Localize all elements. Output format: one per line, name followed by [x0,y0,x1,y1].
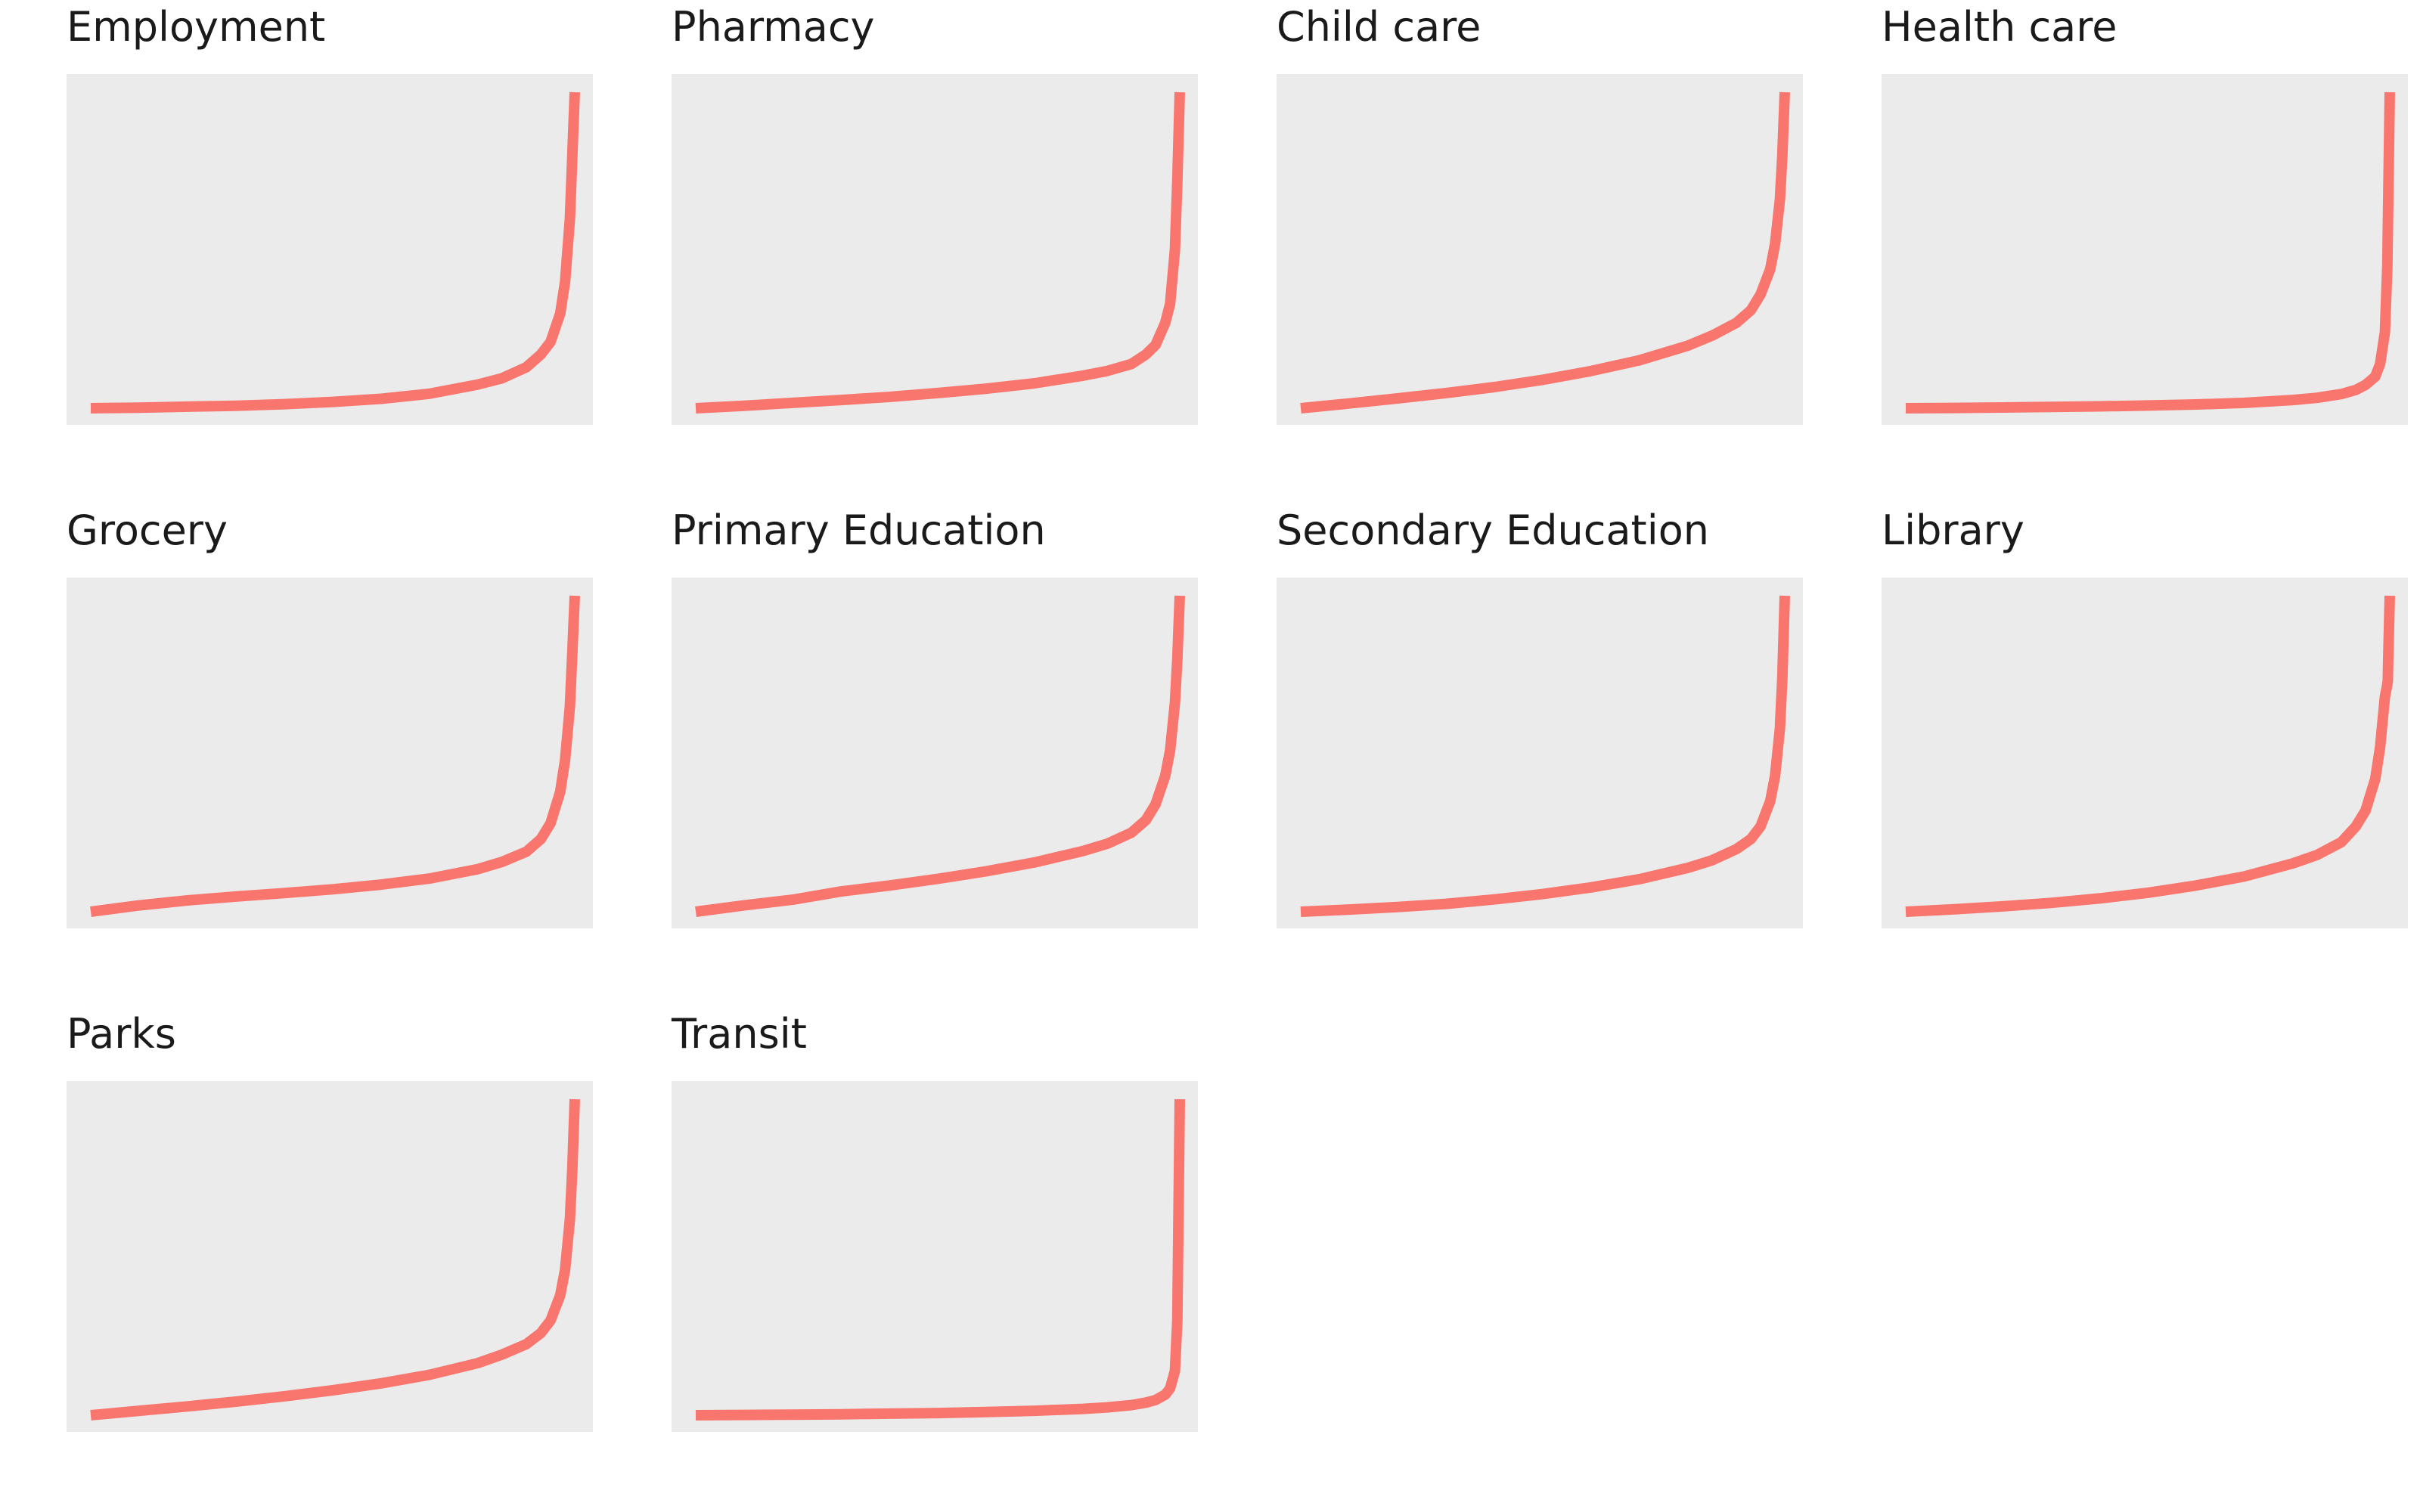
facet-title: Pharmacy [672,3,875,51]
facet-panel: Health care [1882,0,2411,425]
facet-title: Primary Education [672,507,1046,554]
plot-background [67,578,593,928]
facet-plot [67,1081,593,1432]
facet-panel: Grocery [67,503,596,928]
facet-panel: Child care [1277,0,1806,425]
facet-plot [672,1081,1198,1432]
series-line [1905,595,2395,917]
facet-panel: Library [1882,503,2411,928]
plot-background [1277,74,1803,425]
plot-background [67,1081,593,1432]
facet-plot [672,578,1198,928]
plot-background [1882,578,2408,928]
facet-plot [1277,578,1803,928]
series-line [90,1098,580,1421]
facet-title: Library [1882,507,2024,554]
facet-panel: Primary Education [672,503,1201,928]
plot-background [672,1081,1198,1432]
plot-background [1277,578,1803,928]
facet-panel: Secondary Education [1277,503,1806,928]
facet-panel: Transit [672,1007,1201,1432]
series-line [1300,595,1790,917]
plot-background [67,74,593,425]
series-line [1300,91,1790,414]
series-line [695,1098,1185,1421]
facet-panel: Employment [67,0,596,425]
facet-title: Employment [67,3,326,51]
series-line [695,91,1185,414]
series-line [90,91,580,414]
series-line [695,595,1185,917]
facet-plot [67,74,593,425]
facet-panel: Parks [67,1007,596,1432]
facet-plot [1277,74,1803,425]
facet-title: Secondary Education [1277,507,1709,554]
series-line [90,595,580,917]
facet-title: Grocery [67,507,228,554]
facet-title: Transit [672,1010,807,1058]
facet-plot [672,74,1198,425]
facet-plot [67,578,593,928]
facet-plot [1882,578,2408,928]
facet-title: Health care [1882,3,2118,51]
plot-background [1882,74,2408,425]
facet-title: Child care [1277,3,1481,51]
plot-background [672,578,1198,928]
series-line [1905,91,2395,414]
facet-plot [1882,74,2408,425]
facet-panel: Pharmacy [672,0,1201,425]
facet-title: Parks [67,1010,176,1058]
